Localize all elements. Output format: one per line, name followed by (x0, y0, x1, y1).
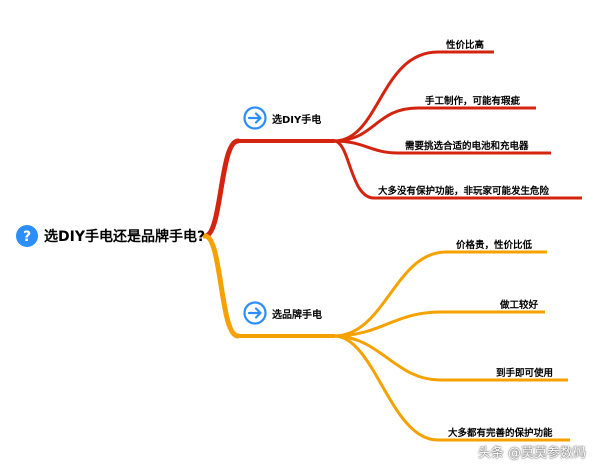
connector-root-diy (202, 138, 241, 239)
leaf-brand-1: 价格贵，性价比低 (456, 240, 533, 251)
branch-diy-label: 选DIY手电 (272, 115, 322, 126)
leaf-brand-4: 大多都有完善的保护功能 (448, 428, 553, 439)
connector-root-brand (202, 233, 241, 339)
svg-text:?: ? (23, 229, 31, 245)
connector-diy-leaf-1 (333, 50, 494, 143)
arrow-right-icon (243, 301, 267, 325)
connector-brand-leaf-4 (333, 334, 570, 442)
connector-brand-leaf-2 (333, 310, 545, 338)
root-topic: 选DIY手电还是品牌手电? (44, 229, 206, 245)
connector-diy-leaf-3 (333, 139, 551, 155)
leaf-diy-4: 大多没有保护功能，非玩家可能发生危险 (378, 186, 550, 197)
leaf-brand-3: 到手即可使用 (496, 368, 554, 379)
connector-diy-leaf-2 (333, 106, 536, 143)
connector-brand-leaf-3 (333, 334, 568, 382)
branch-brand-label: 选品牌手电 (272, 310, 322, 321)
leaf-diy-2: 手工制作，可能有瑕疵 (425, 96, 521, 107)
leaf-brand-2: 做工较好 (500, 300, 539, 311)
connector-diy-leaf-4 (333, 139, 582, 200)
leaf-diy-3: 需要挑选合适的电池和充电器 (405, 141, 529, 152)
watermark: 头条 @莫莫参数码 (477, 446, 586, 461)
arrow-right-icon (243, 106, 267, 130)
connector-brand-leaf-1 (333, 250, 547, 338)
question-icon: ? (16, 225, 38, 247)
leaf-diy-1: 性价比高 (446, 40, 485, 51)
